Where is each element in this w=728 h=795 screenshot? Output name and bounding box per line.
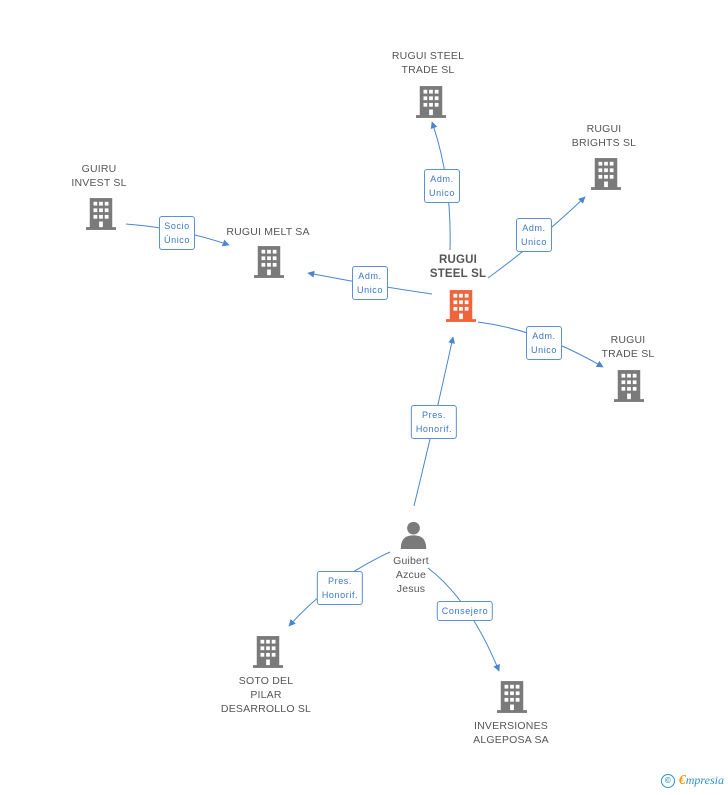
empresia-brand[interactable]: © €mpresia <box>660 773 724 789</box>
guibert-person-icon[interactable] <box>400 521 427 549</box>
edge-label-socio-unico: Socio Único <box>158 216 196 250</box>
node-label-rugui-trade[interactable]: RUGUI TRADE SL <box>601 334 655 360</box>
edge-label-adm-unico-steel-trade: Adm. Unico <box>423 169 461 203</box>
node-label-rugui-steel-trade[interactable]: RUGUI STEEL TRADE SL <box>391 50 465 76</box>
rugui-steel-sl-building-icon[interactable] <box>446 290 476 322</box>
node-label-rugui-melt[interactable]: RUGUI MELT SA <box>226 226 310 238</box>
node-label-soto-del-pilar[interactable]: SOTO DEL PILAR DESARROLLO SL <box>220 675 312 715</box>
guiru-invest-building-icon[interactable] <box>86 198 116 230</box>
node-label-guibert[interactable]: Guibert Azcue Jesus <box>393 555 429 595</box>
brand-rest: mpresia <box>685 773 724 787</box>
brand-initial: € <box>678 773 686 788</box>
rugui-steel-trade-building-icon[interactable] <box>416 86 446 118</box>
brand-name: €mpresia <box>679 773 724 789</box>
rugui-brights-building-icon[interactable] <box>591 158 621 190</box>
soto-del-pilar-building-icon[interactable] <box>253 636 283 668</box>
edge-label-pres-honorif-steel: Pres. Honorif. <box>410 405 458 439</box>
edge-label-adm-unico-melt: Adm. Unico <box>351 266 389 300</box>
node-label-rugui-steel-sl[interactable]: RUGUI STEEL SL <box>429 254 487 280</box>
node-label-inversiones-algeposa[interactable]: INVERSIONES ALGEPOSA SA <box>473 720 549 746</box>
inversiones-algeposa-building-icon[interactable] <box>497 681 527 713</box>
rugui-trade-building-icon[interactable] <box>614 370 644 402</box>
edge-label-adm-unico-trade: Adm. Unico <box>525 326 563 360</box>
copyright-icon: © <box>660 774 675 788</box>
edge-label-adm-unico-brights: Adm. Unico <box>515 218 553 252</box>
edge-label-pres-honorif-soto: Pres. Honorif. <box>316 571 364 605</box>
rugui-melt-building-icon[interactable] <box>254 246 284 278</box>
node-label-rugui-brights[interactable]: RUGUI BRIGHTS SL <box>571 123 637 149</box>
edge-label-consejero: Consejero <box>436 601 494 621</box>
node-label-guiru-invest[interactable]: GUIRU INVEST SL <box>71 163 127 189</box>
